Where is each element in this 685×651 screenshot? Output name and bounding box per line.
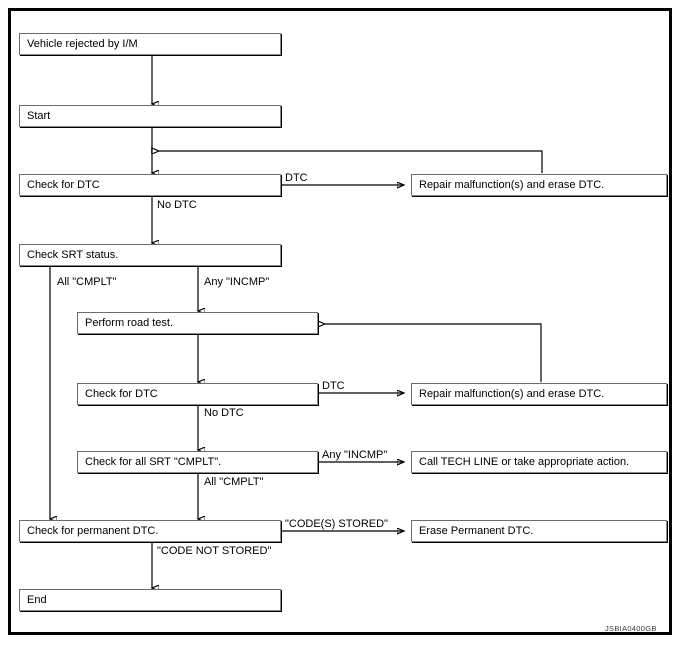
edge-label-any-incmp-2: Any "INCMP" bbox=[322, 449, 388, 461]
node-repair-2[interactable]: Repair malfunction(s) and erase DTC. bbox=[411, 383, 667, 405]
node-end[interactable]: End bbox=[19, 589, 281, 611]
node-check-permanent-dtc[interactable]: Check for permanent DTC. bbox=[19, 520, 281, 542]
edge-label-code-not-stored: "CODE NOT STORED" bbox=[157, 545, 272, 557]
edge-label-dtc-2: DTC bbox=[322, 380, 345, 392]
figure-id-watermark: JSBIA0400GB bbox=[605, 624, 657, 633]
diagram-frame bbox=[8, 8, 672, 635]
node-check-all-srt-cmplt[interactable]: Check for all SRT "CMPLT". bbox=[77, 451, 318, 473]
node-erase-permanent-dtc[interactable]: Erase Permanent DTC. bbox=[411, 520, 667, 542]
node-check-dtc-1[interactable]: Check for DTC bbox=[19, 174, 281, 196]
node-call-tech-line[interactable]: Call TECH LINE or take appropriate actio… bbox=[411, 451, 667, 473]
node-start[interactable]: Start bbox=[19, 105, 281, 127]
edge-label-dtc-1: DTC bbox=[285, 172, 308, 184]
edge-label-no-dtc-1: No DTC bbox=[157, 199, 197, 211]
edge-label-no-dtc-2: No DTC bbox=[204, 407, 244, 419]
node-repair-1[interactable]: Repair malfunction(s) and erase DTC. bbox=[411, 174, 667, 196]
node-check-dtc-2[interactable]: Check for DTC bbox=[77, 383, 318, 405]
edge-label-any-incmp-1: Any "INCMP" bbox=[204, 276, 270, 288]
node-perform-road-test[interactable]: Perform road test. bbox=[77, 312, 318, 334]
node-check-srt-status[interactable]: Check SRT status. bbox=[19, 244, 281, 266]
edge-label-codes-stored: "CODE(S) STORED" bbox=[285, 518, 388, 530]
edge-label-all-cmplt-1: All "CMPLT" bbox=[57, 276, 117, 288]
node-vehicle-rejected[interactable]: Vehicle rejected by I/M bbox=[19, 33, 281, 55]
edge-label-all-cmplt-2: All "CMPLT" bbox=[204, 476, 264, 488]
